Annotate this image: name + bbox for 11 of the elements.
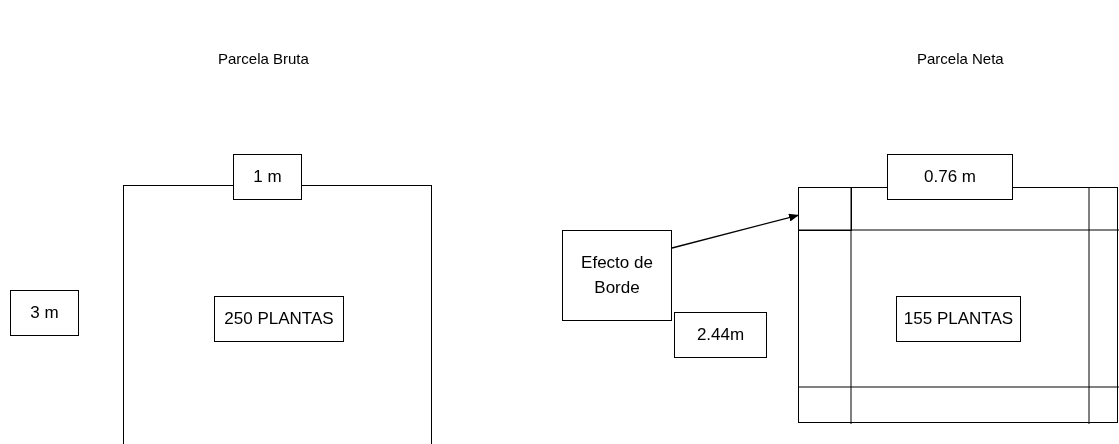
text-box: 250 PLANTAS: [214, 296, 344, 342]
text-box: 155 PLANTAS: [896, 296, 1021, 342]
text-box: 3 m: [10, 290, 79, 336]
text-box: 2.44m: [674, 312, 767, 358]
plot-title: Parcela Neta: [917, 50, 1004, 67]
plot-title: Parcela Bruta: [218, 50, 309, 67]
text-box: Efecto de Borde: [562, 230, 672, 321]
text-box: 1 m: [233, 154, 302, 200]
arrow: [671, 213, 799, 249]
text-box: 0.76 m: [887, 154, 1013, 200]
border-cell: [799, 188, 852, 231]
